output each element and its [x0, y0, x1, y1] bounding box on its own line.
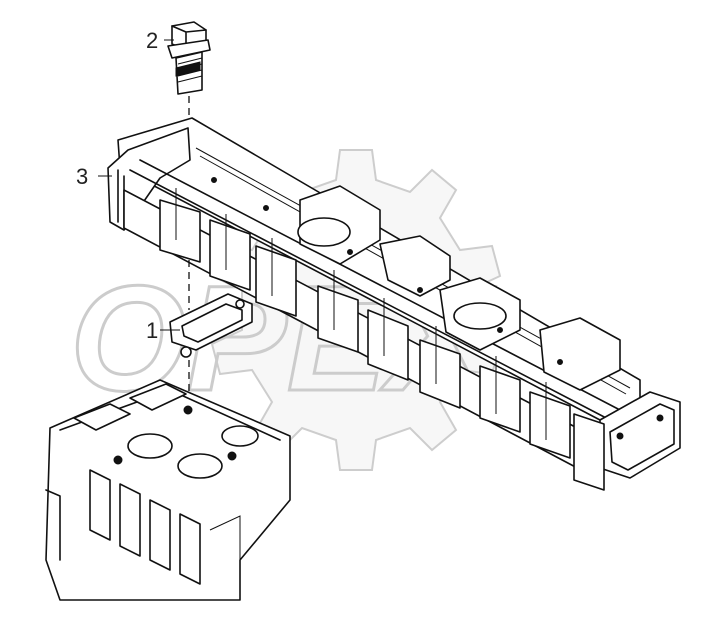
cylinder-head-part	[45, 379, 291, 601]
callout-3-label: 3	[76, 164, 88, 189]
gasket-part	[169, 293, 253, 358]
bolt-part	[167, 21, 211, 95]
manifold-part	[107, 117, 681, 491]
callout-2-label: 2	[146, 28, 158, 53]
callout-1-label: 1	[146, 318, 158, 343]
